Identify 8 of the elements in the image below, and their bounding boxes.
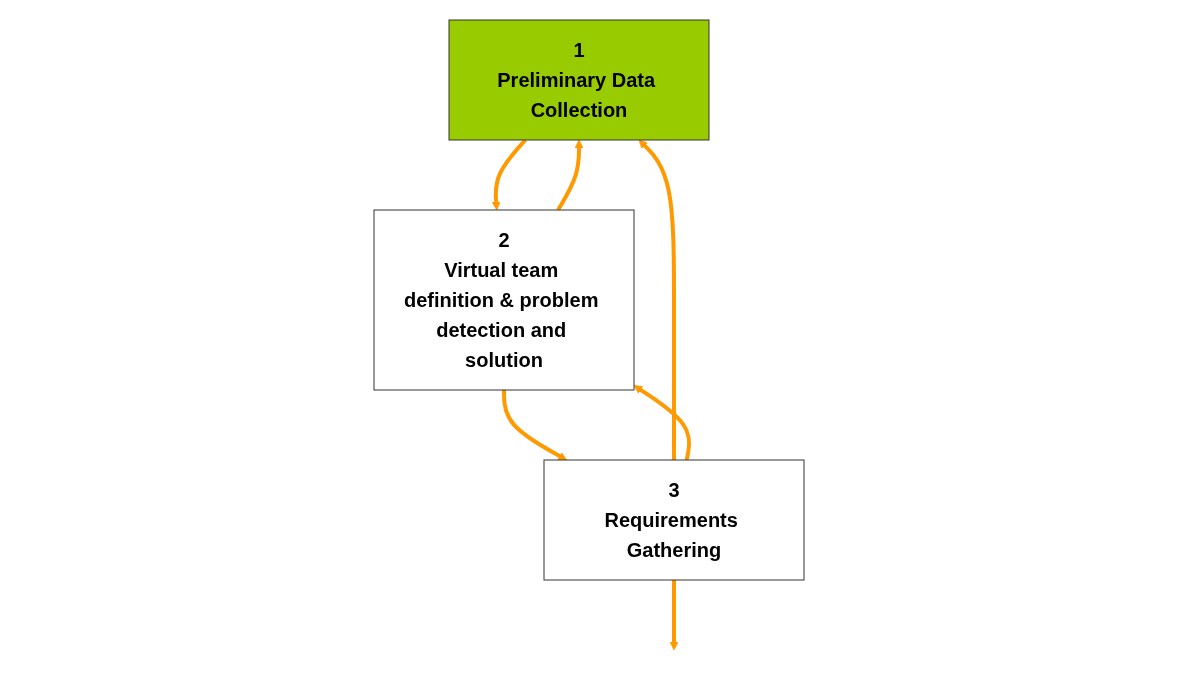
arrow (633, 385, 691, 461)
node-box: 2 Virtual team definition & problem detection and solution (373, 209, 634, 391)
node-box: 3 Requirements Gathering (543, 459, 804, 581)
arrow (501, 390, 567, 461)
arrow (638, 139, 676, 460)
node-box: 1 Preliminary Data Collection (448, 19, 709, 141)
arrow (555, 139, 583, 212)
arrow (669, 580, 678, 651)
